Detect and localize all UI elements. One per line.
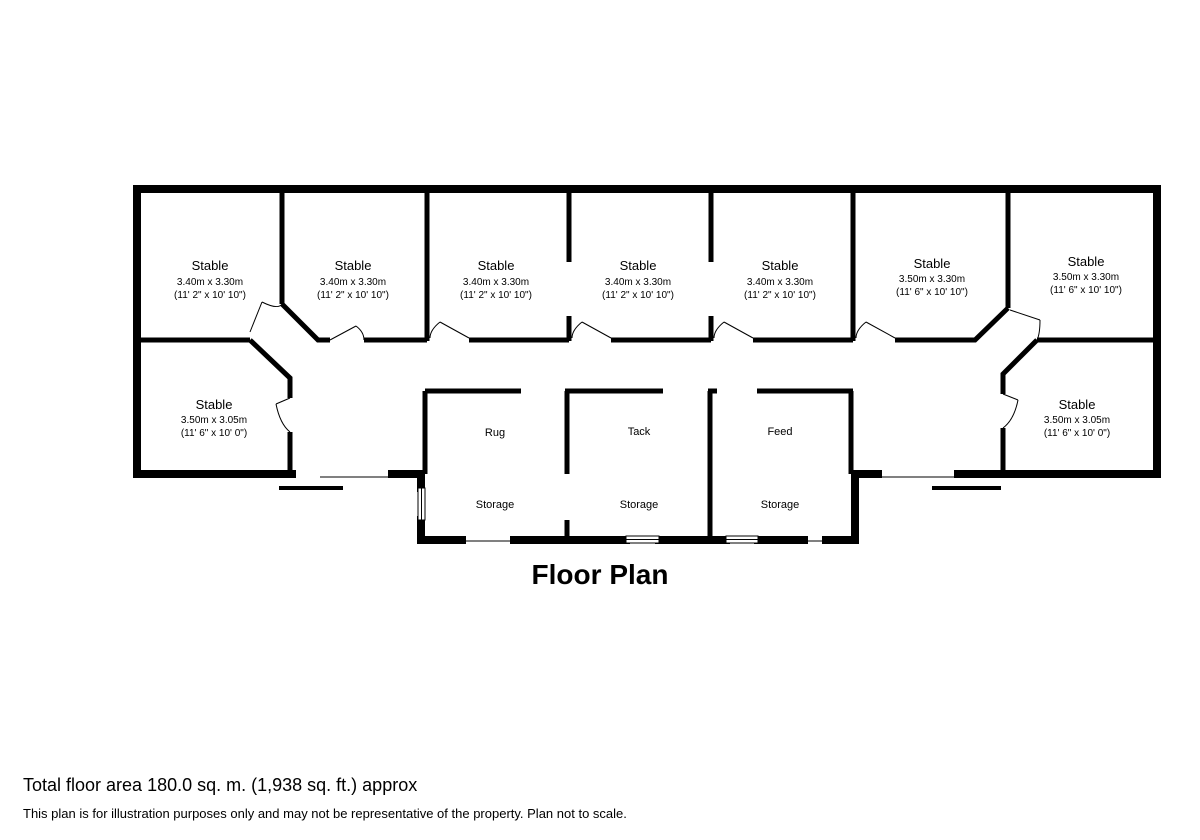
room-feed-storage: Feed Storage — [761, 426, 800, 511]
windows — [417, 487, 759, 544]
room-name: Stable — [196, 397, 233, 412]
room-name: Stable — [478, 258, 515, 273]
room-metric: 3.40m x 3.30m — [747, 277, 813, 288]
room-labels: Stable 3.40m x 3.30m (11' 2" x 10' 10") … — [174, 254, 1122, 511]
entrances — [279, 476, 1001, 542]
room-metric: 3.50m x 3.05m — [181, 415, 247, 426]
room-imperial: (11' 6" x 10' 0") — [1044, 428, 1110, 439]
room-name: Stable — [1068, 254, 1105, 269]
room-imperial: (11' 6" x 10' 10") — [896, 287, 968, 298]
room-label: Storage — [761, 499, 800, 511]
room-metric: 3.50m x 3.30m — [899, 274, 965, 285]
room-name: Stable — [1059, 397, 1096, 412]
room-stable-6: Stable 3.50m x 3.30m (11' 6" x 10' 10") — [896, 256, 968, 298]
floor-plan-diagram: Stable 3.40m x 3.30m (11' 2" x 10' 10") … — [133, 185, 1161, 544]
room-name: Stable — [620, 258, 657, 273]
outer-walls — [133, 185, 1161, 544]
plan-title: Floor Plan — [531, 559, 669, 590]
room-tack-storage: Tack Storage — [620, 426, 659, 511]
room-name: Stable — [762, 258, 799, 273]
room-label: Storage — [476, 499, 515, 511]
room-stable-7: Stable 3.50m x 3.30m (11' 6" x 10' 10") — [1050, 254, 1122, 296]
room-name: Tack — [628, 426, 651, 438]
room-name: Stable — [914, 256, 951, 271]
room-imperial: (11' 2" x 10' 10") — [317, 290, 389, 301]
room-name: Rug — [485, 427, 505, 439]
room-imperial: (11' 6" x 10' 0") — [181, 428, 247, 439]
room-stable-8: Stable 3.50m x 3.05m (11' 6" x 10' 0") — [181, 397, 247, 439]
room-name: Stable — [192, 258, 229, 273]
door-swings — [249, 301, 1041, 433]
room-metric: 3.50m x 3.05m — [1044, 415, 1110, 426]
room-name: Feed — [767, 426, 792, 438]
room-metric: 3.50m x 3.30m — [1053, 272, 1119, 283]
room-imperial: (11' 6" x 10' 10") — [1050, 285, 1122, 296]
room-imperial: (11' 2" x 10' 10") — [602, 290, 674, 301]
room-stable-3: Stable 3.40m x 3.30m (11' 2" x 10' 10") — [460, 258, 532, 301]
room-imperial: (11' 2" x 10' 10") — [174, 290, 246, 301]
room-imperial: (11' 2" x 10' 10") — [460, 290, 532, 301]
room-stable-1: Stable 3.40m x 3.30m (11' 2" x 10' 10") — [174, 258, 246, 301]
room-stable-9: Stable 3.50m x 3.05m (11' 6" x 10' 0") — [1044, 397, 1110, 439]
interior-walls — [139, 191, 1155, 540]
room-name: Stable — [335, 258, 372, 273]
room-metric: 3.40m x 3.30m — [463, 277, 529, 288]
room-stable-4: Stable 3.40m x 3.30m (11' 2" x 10' 10") — [602, 258, 674, 301]
room-rug-storage: Rug Storage — [476, 427, 515, 511]
room-metric: 3.40m x 3.30m — [320, 277, 386, 288]
room-stable-5: Stable 3.40m x 3.30m (11' 2" x 10' 10") — [744, 258, 816, 301]
total-floor-area: Total floor area 180.0 sq. m. (1,938 sq.… — [23, 775, 418, 795]
disclaimer-text: This plan is for illustration purposes o… — [23, 806, 627, 821]
room-label: Storage — [620, 499, 659, 511]
room-imperial: (11' 2" x 10' 10") — [744, 290, 816, 301]
room-metric: 3.40m x 3.30m — [605, 277, 671, 288]
room-metric: 3.40m x 3.30m — [177, 277, 243, 288]
room-stable-2: Stable 3.40m x 3.30m (11' 2" x 10' 10") — [317, 258, 389, 301]
